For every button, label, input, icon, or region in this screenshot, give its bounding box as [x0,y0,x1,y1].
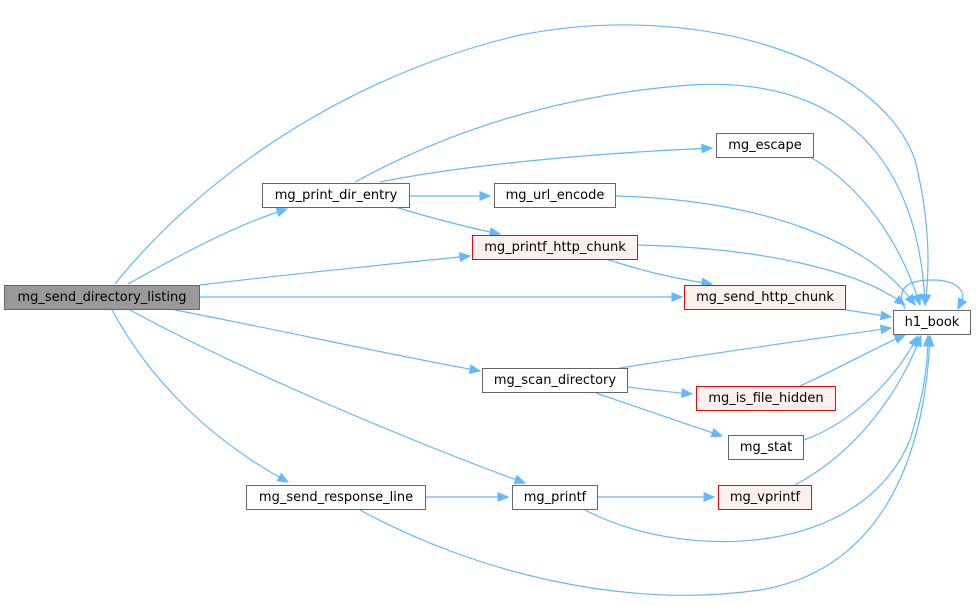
edge-mg-send-directory-listing-to-mg-send-http-chunk [200,292,684,302]
edge-mg-print-dir-entry-to-mg-escape [379,143,714,183]
edge-mg-send-directory-listing-to-mg-printf [129,309,527,485]
edge-mg-send-response-line-to-mg-printf [426,492,510,502]
edge-arrowhead [957,297,968,311]
edge-arrowhead [904,293,916,307]
edge-arrowhead [681,388,694,399]
edge-mg-send-directory-listing-to-mg-printf-http-chunk [199,252,472,286]
edge-mg-print-dir-entry-to-h1-book [354,83,930,307]
edge-arrowhead [893,334,907,344]
node-mg-send-http-chunk[interactable]: mg_send_http_chunk [684,285,846,310]
node-mg-scan-directory[interactable]: mg_scan_directory [482,368,628,393]
edge-mg-send-directory-listing-to-mg-scan-directory [174,309,482,375]
edge-arrowhead [459,252,472,262]
edge-arrowhead [468,364,482,375]
node-mg-send-directory-listing[interactable]: mg_send_directory_listing [4,285,200,310]
edge-arrowhead [513,474,527,485]
edge-mg-send-directory-listing-to-mg-print-dir-entry [127,207,289,285]
edge-arrowhead [703,492,716,502]
edge-mg-send-directory-listing-to-h1-book [114,24,932,307]
edge-mg-send-response-line-to-h1-book [359,334,935,596]
edge-mg-send-http-chunk-to-h1-book [845,309,893,321]
edge-mg-scan-directory-to-mg-stat [595,392,724,438]
edge-h1-book-to-h1-book [901,279,968,311]
edge-mg-scan-directory-to-mg-is-file-hidden [627,386,694,399]
edge-arrowhead [276,472,290,483]
node-mg-send-response-line[interactable]: mg_send_response_line [246,485,426,510]
edge-mg-printf-to-mg-vprintf [598,492,716,502]
edge-arrowhead [671,292,684,302]
edge-mg-print-dir-entry-to-mg-printf-http-chunk [394,206,502,237]
edge-mg-vprintf-to-h1-book [794,334,922,486]
edge-mg-url-encode-to-h1-book [615,195,916,307]
edge-arrowhead [497,492,510,502]
node-mg-url-encode[interactable]: mg_url_encode [494,183,616,208]
edge-arrowhead [879,324,893,335]
node-mg-stat[interactable]: mg_stat [728,435,804,460]
node-h1-book[interactable]: h1_book [893,310,971,335]
edge-mg-is-file-hidden-to-h1-book [799,334,907,387]
edge-mg-printf-to-h1-book [584,334,933,543]
node-mg-printf[interactable]: mg_printf [512,485,598,510]
edge-arrowhead [701,143,714,154]
edge-arrowhead [275,207,289,217]
edge-arrowhead [922,334,933,347]
edge-mg-print-dir-entry-to-mg-url-encode [410,191,492,201]
edge-arrowhead [919,294,930,307]
edge-arrowhead [912,293,922,307]
edge-mg-send-directory-listing-to-mg-send-response-line [111,309,290,483]
edge-arrowhead [479,191,492,201]
edge-arrowhead [710,427,724,438]
node-mg-printf-http-chunk[interactable]: mg_printf_http_chunk [472,235,638,260]
edge-mg-printf-http-chunk-to-mg-send-http-chunk [605,258,714,288]
node-mg-is-file-hidden[interactable]: mg_is_file_hidden [696,386,836,411]
edge-mg-scan-directory-to-h1-book [619,324,893,369]
node-mg-vprintf[interactable]: mg_vprintf [718,485,812,510]
node-mg-escape[interactable]: mg_escape [716,133,814,158]
edge-arrowhead [912,334,922,348]
node-mg-print-dir-entry[interactable]: mg_print_dir_entry [262,183,410,208]
edge-arrowhead [879,310,893,321]
